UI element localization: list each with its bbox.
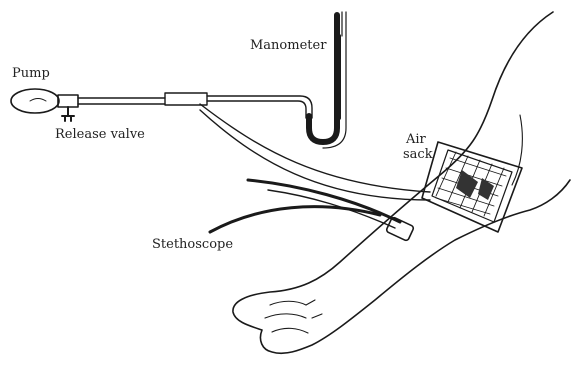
label-pump: Pump [12,67,50,81]
release-valve [62,107,74,121]
air-sack-cuff [422,142,522,232]
arm-outline [233,12,570,353]
label-air-sack-line1: Air [406,133,426,147]
pump-tube [78,93,207,105]
stethoscope [210,180,414,241]
label-air-sack-line2: sack [403,148,433,162]
label-stethoscope: Stethoscope [152,238,233,252]
label-manometer: Manometer [250,39,326,53]
manometer [309,12,346,148]
cuff-tubes [200,104,430,200]
manometer-tube [207,96,312,118]
label-release-valve: Release valve [55,128,145,142]
